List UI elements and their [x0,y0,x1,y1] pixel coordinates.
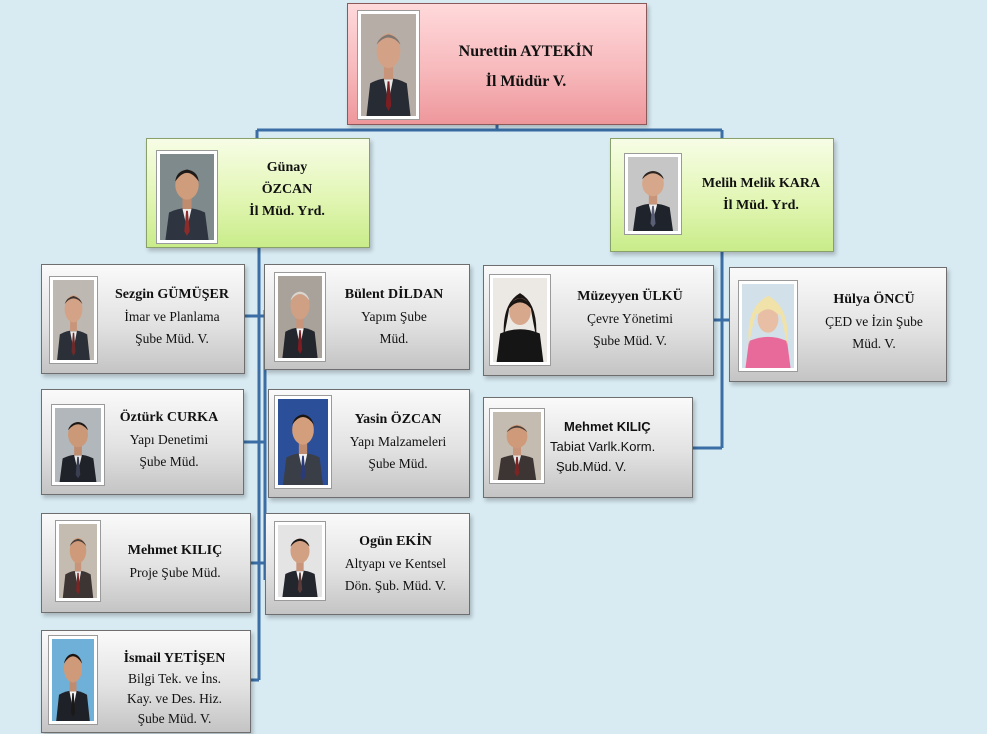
portrait-icon [742,284,794,368]
branch-photo-dildan [275,273,325,361]
branch-ekin-name: Ogün EKİN [359,534,432,549]
portrait-icon [53,280,94,360]
branch-dildan-name: Bülent DİLDAN [344,287,444,302]
portrait-icon [628,157,678,231]
branch-photo-kilic-proje [56,521,100,601]
branch-yetisen-line-1: Bilgi Tek. ve İns. [128,671,221,686]
director-name: Nurettin AYTEKİN [458,43,594,60]
branch-ulku-name: Müzeyyen ÜLKÜ [577,289,683,304]
deputy-ozcan-line-3: İl Müd. Yrd. [249,204,325,219]
branch-box-yetisen[interactable]: İsmail YETİŞEN Bilgi Tek. ve İns. Kay. v… [41,630,251,733]
branch-photo-curka [52,405,104,485]
branch-curka-line-2: Şube Müd. [139,454,199,469]
branch-box-ekin[interactable]: Ogün EKİN Altyapı ve Kentsel Dön. Şub. M… [265,513,470,615]
branch-photo-ekin [275,522,325,600]
branch-curka-name: Öztürk CURKA [119,410,219,425]
portrait-icon [52,639,94,721]
deputy-photo-ozcan [157,151,217,243]
branch-ekin-line-1: Altyapı ve Kentsel [344,556,447,571]
branch-gumuser-line-2: Şube Müd. V. [135,331,209,346]
branch-box-curka[interactable]: Öztürk CURKA Yapı Denetimi Şube Müd. [41,389,244,495]
branch-kilic-tabiat-line-1: Tabiat Varlk.Korm. [550,439,656,454]
branch-yetisen-line-3: Şube Müd. V. [137,711,212,726]
director-box[interactable]: Nurettin AYTEKİN İl Müdür V. [347,3,647,125]
portrait-icon [493,412,541,480]
branch-box-yasin-ozcan[interactable]: Yasin ÖZCAN Yapı Malzameleri Şube Müd. [268,389,470,498]
branch-yasin-ozcan-line-1: Yapı Malzameleri [349,434,447,449]
portrait-icon [278,276,322,358]
deputy-ozcan-line-2: ÖZCAN [261,182,313,197]
deputy-photo-kara [625,154,681,234]
branch-ekin-line-2: Dön. Şub. Müd. V. [344,578,447,593]
branch-gumuser-name: Sezgin GÜMÜŞER [115,287,229,302]
branch-box-oncu[interactable]: Hülya ÖNCÜ ÇED ve İzin Şube Müd. V. [729,267,947,382]
portrait-icon [59,524,97,598]
branch-photo-yetisen [49,636,97,724]
branch-oncu-line-2: Müd. V. [852,336,896,351]
branch-gumuser-line-1: İmar ve Planlama [124,309,220,324]
director-title: İl Müdür V. [485,73,567,90]
deputy-box-kara[interactable]: Melih Melik KARA İl Müd. Yrd. [610,138,834,252]
branch-oncu-line-1: ÇED ve İzin Şube [825,314,923,329]
branch-box-ulku[interactable]: Müzeyyen ÜLKÜ Çevre Yönetimi Şube Müd. V… [483,265,714,376]
branch-photo-yasin-ozcan [275,396,331,488]
branch-photo-ulku [490,275,550,365]
deputy-kara-line-1: Melih Melik KARA [701,176,821,191]
branch-dildan-line-1: Yapım Şube [361,309,427,324]
deputy-ozcan-line-1: Günay [266,160,308,175]
branch-ulku-line-2: Şube Müd. V. [593,333,667,348]
portrait-icon [361,14,416,116]
branch-kilic-tabiat-line-2: Şub.Müd. V. [556,459,627,474]
branch-box-gumuser[interactable]: Sezgin GÜMÜŞER İmar ve Planlama Şube Müd… [41,264,245,374]
deputy-box-ozcan[interactable]: Günay ÖZCAN İl Müd. Yrd. [146,138,370,248]
portrait-icon [278,399,328,485]
branch-dildan-line-2: Müd. [379,331,409,346]
branch-photo-gumuser [50,277,97,363]
portrait-icon [55,408,101,482]
deputy-kara-line-2: İl Müd. Yrd. [723,198,799,213]
branch-photo-oncu [739,281,797,371]
branch-kilic-proje-name: Mehmet KILIÇ [127,543,223,558]
branch-yasin-ozcan-name: Yasin ÖZCAN [354,412,442,427]
branch-yasin-ozcan-line-2: Şube Müd. [368,456,428,471]
branch-kilic-tabiat-name: Mehmet KILIÇ [564,419,651,434]
branch-photo-kilic-tabiat [490,409,544,483]
branch-box-kilic-proje[interactable]: Mehmet KILIÇ Proje Şube Müd. [41,513,251,613]
portrait-icon [278,525,322,597]
branch-curka-line-1: Yapı Denetimi [129,432,209,447]
branch-oncu-name: Hülya ÖNCÜ [833,292,915,307]
branch-ulku-line-1: Çevre Yönetimi [586,311,674,326]
branch-box-dildan[interactable]: Bülent DİLDAN Yapım Şube Müd. [264,264,470,370]
branch-yetisen-name: İsmail YETİŞEN [123,651,226,666]
branch-kilic-proje-line-1: Proje Şube Müd. [129,565,221,580]
branch-yetisen-line-2: Kay. ve Des. Hiz. [126,691,223,706]
branch-box-kilic-tabiat[interactable]: Mehmet KILIÇ Tabiat Varlk.Korm. Şub.Müd.… [483,397,693,498]
portrait-icon [160,154,214,240]
director-photo [358,11,419,119]
portrait-icon [493,278,547,362]
